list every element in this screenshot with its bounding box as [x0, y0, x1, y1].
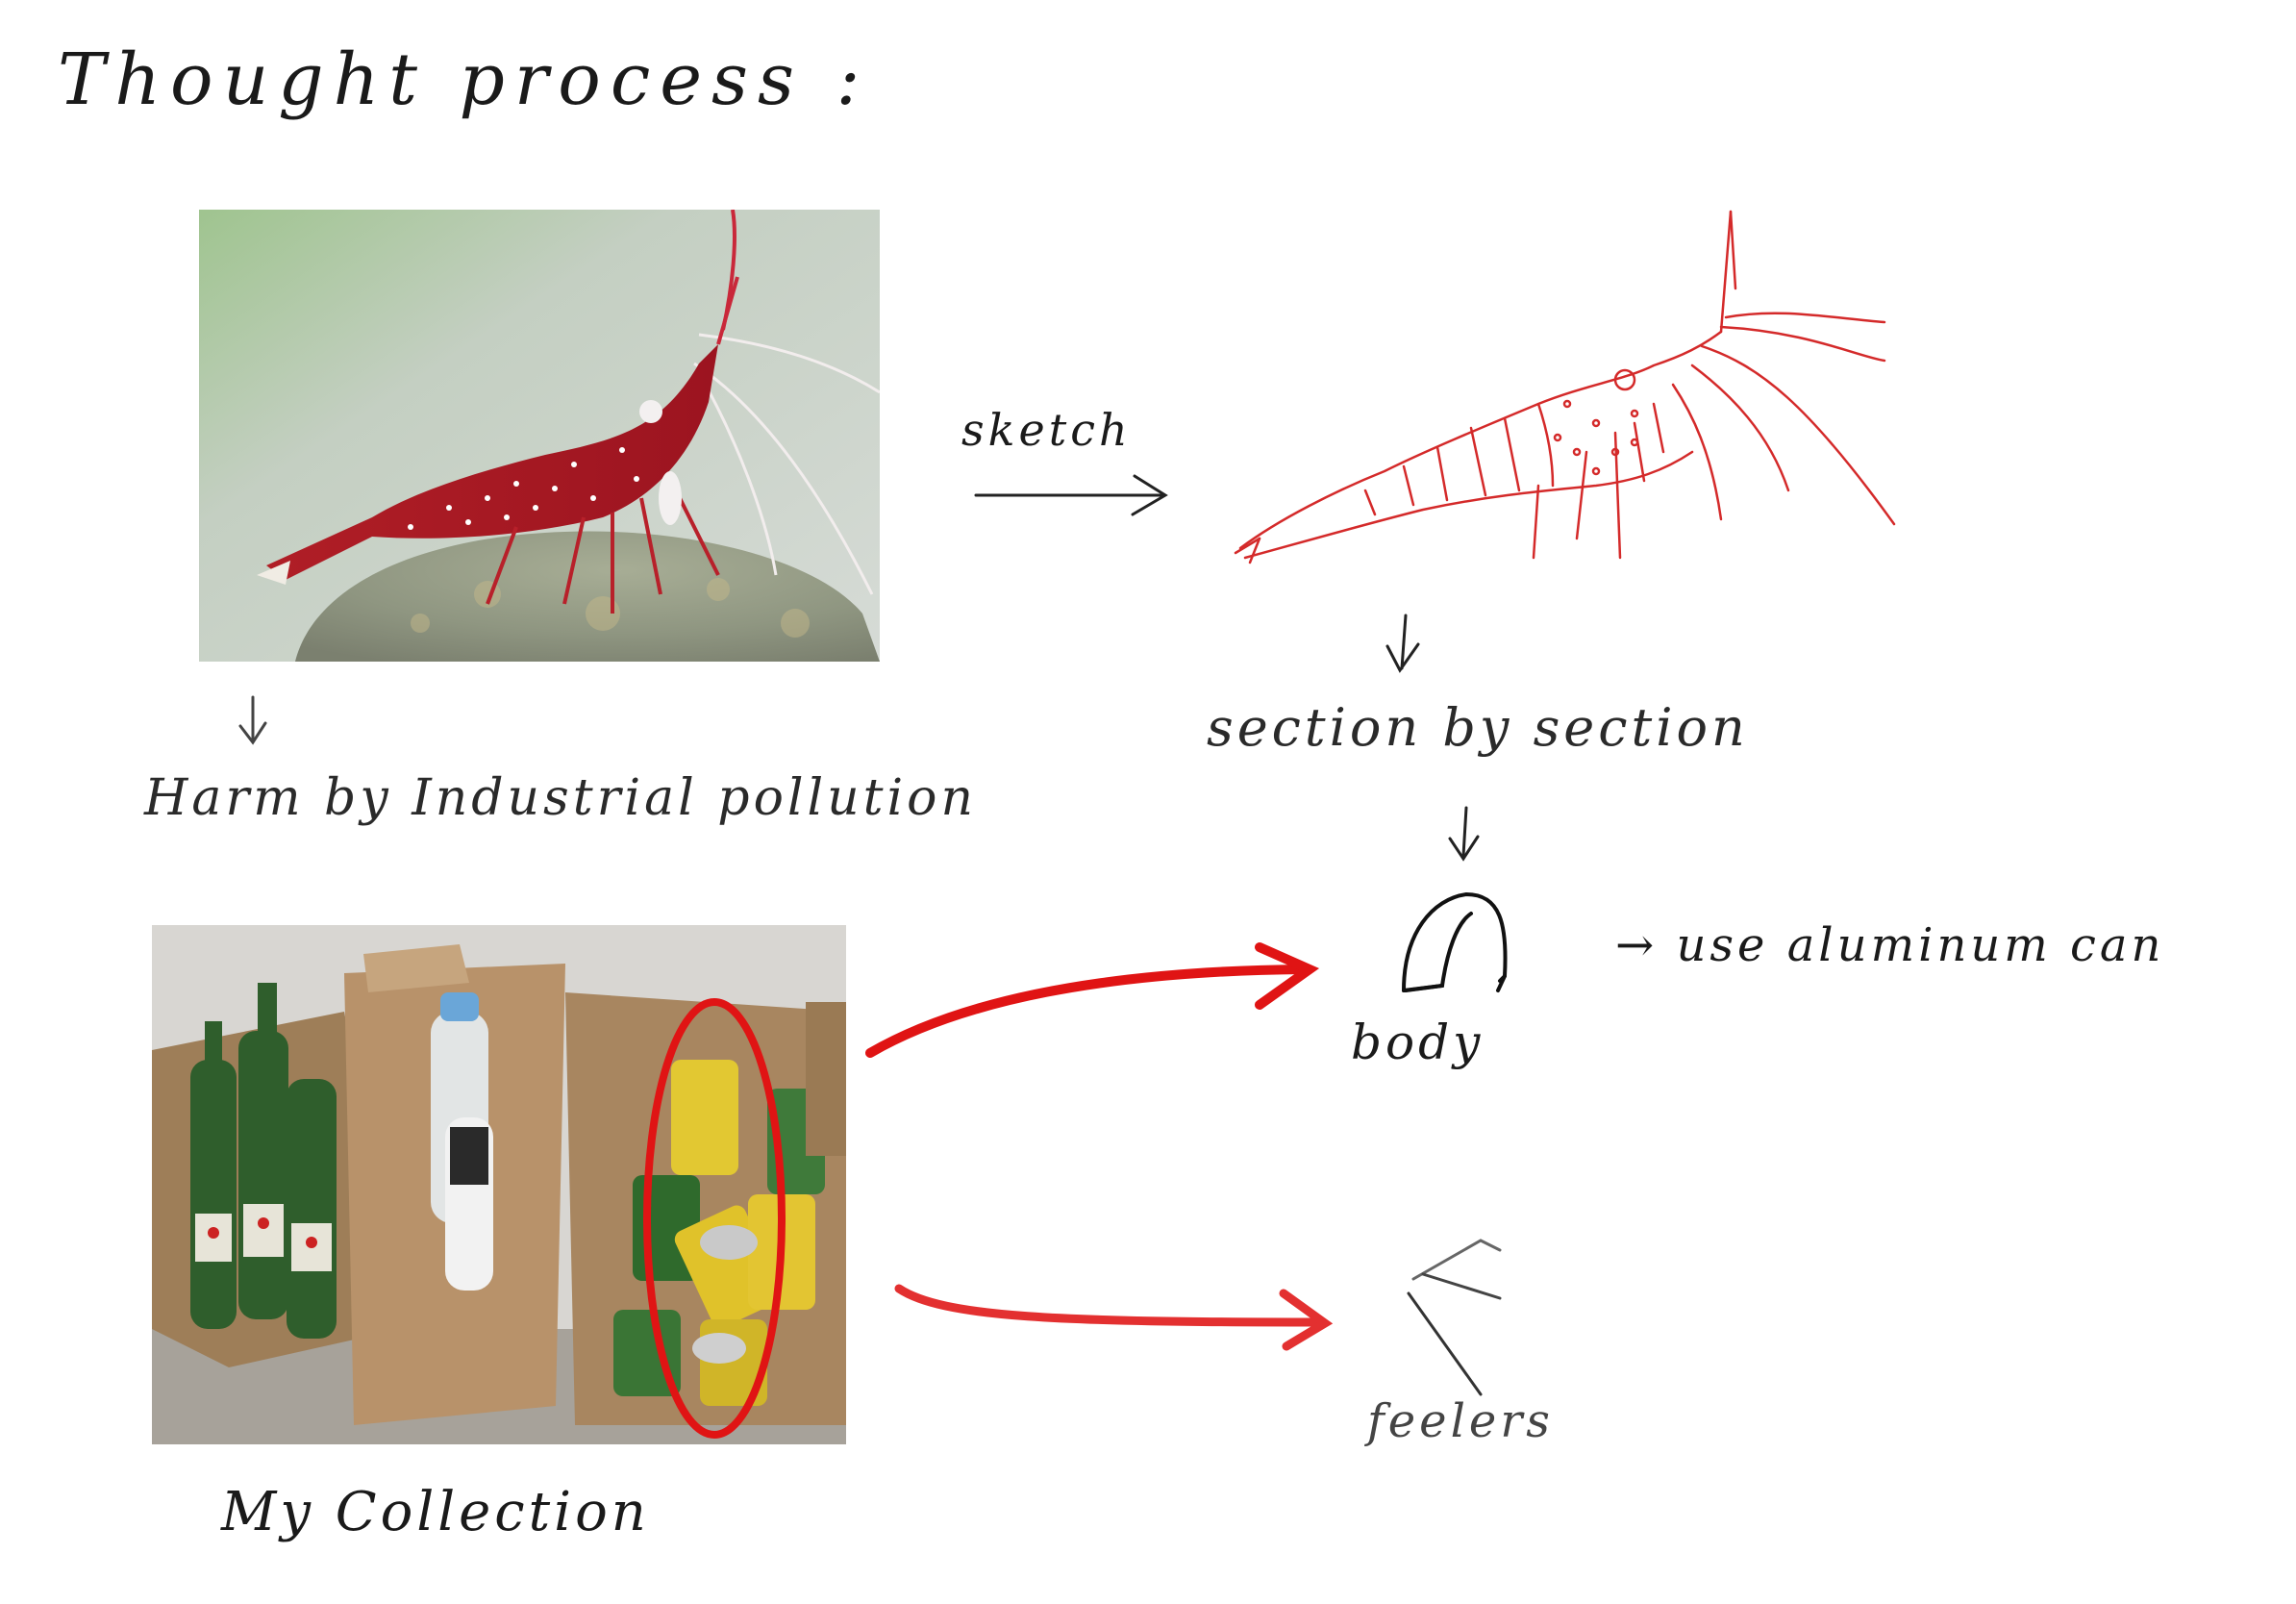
label-body: body [1351, 1015, 1485, 1070]
page-title: Thought process : [58, 38, 870, 121]
arrow-to-feelers-icon [894, 1284, 1334, 1351]
collection-photo [152, 925, 846, 1444]
label-use-can: → use aluminum can [1615, 918, 2165, 972]
label-sketch: sketch [961, 404, 1132, 456]
arrow-down-icon [1385, 614, 1420, 673]
shrimp-sketch [1234, 210, 1896, 564]
label-section: section by section [1207, 697, 1749, 758]
feelers-sketch [1407, 1239, 1502, 1396]
arrow-down-icon [1448, 806, 1480, 862]
label-harm: Harm by Industrial pollution [144, 769, 977, 827]
arrow-to-body-icon [865, 942, 1320, 1058]
shrimp-photo [199, 210, 880, 662]
arrow-down-icon [238, 695, 267, 745]
body-sketch [1402, 891, 1508, 992]
label-collection: My Collection [221, 1481, 650, 1543]
arrow-right-icon [974, 474, 1168, 516]
label-feelers: feelers [1367, 1394, 1554, 1448]
